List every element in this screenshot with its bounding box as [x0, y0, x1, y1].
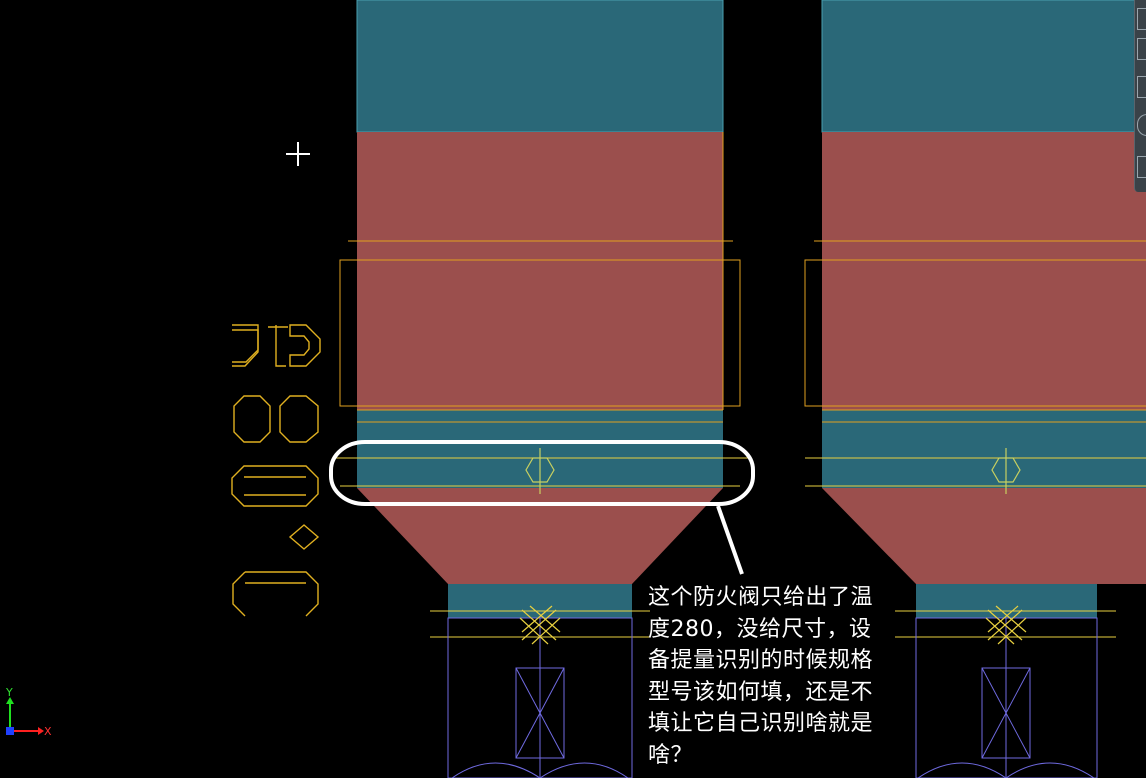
duct-right-neck	[916, 584, 1097, 618]
duct-left-reducer	[357, 488, 723, 584]
view-toolbar	[1134, 0, 1146, 192]
duct-left-upper-section	[356, 0, 724, 133]
duct-right-upper-section	[821, 0, 1146, 133]
ucs-x-label: X	[44, 725, 52, 738]
fire-damper-symbol-left[interactable]	[525, 448, 555, 494]
duct-left-neck	[448, 584, 632, 618]
layer-icon[interactable]	[1137, 156, 1146, 178]
highlight-ellipse	[329, 440, 755, 506]
orbit-icon[interactable]	[1137, 114, 1146, 136]
home-icon[interactable]	[1137, 76, 1146, 98]
duct-right-band	[822, 410, 1146, 488]
cross-marker-left	[519, 605, 561, 645]
duct-right[interactable]	[804, 0, 1146, 778]
callout-leader-line	[716, 505, 744, 575]
duct-right-reducer	[822, 488, 1146, 584]
temperature-label-280c[interactable]	[231, 324, 321, 617]
ucs-icon	[6, 697, 44, 735]
ucs-y-label: Y	[6, 686, 13, 699]
annotation-line: 度280，没给尺寸，设	[648, 616, 872, 642]
cross-marker-right	[985, 605, 1027, 645]
fire-damper-symbol-right[interactable]	[991, 448, 1021, 494]
equipment-right	[915, 617, 1098, 778]
equipment-left	[447, 617, 633, 778]
annotation-callout: 这个防火阀只给出了温 度280，没给尺寸，设 备提量识别的时候规格 型号该如何填…	[648, 582, 900, 771]
annotation-line: 啥？	[648, 742, 694, 768]
annotation-line: 填让它自己识别啥就是	[648, 711, 874, 736]
annotation-line: 备提量识别的时候规格	[648, 648, 874, 673]
box-icon[interactable]	[1137, 38, 1146, 60]
crosshair-cursor-icon	[286, 142, 310, 166]
duct-left[interactable]	[332, 0, 748, 778]
duct-left-body	[357, 132, 723, 410]
annotation-line: 型号该如何填，还是不	[648, 679, 874, 705]
view-cube-icon[interactable]	[1137, 8, 1146, 30]
annotation-line: 这个防火阀只给出了温	[648, 585, 874, 610]
duct-right-body	[822, 132, 1146, 410]
